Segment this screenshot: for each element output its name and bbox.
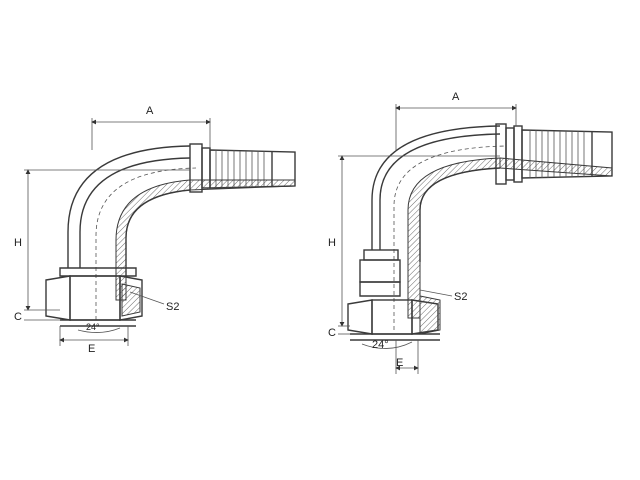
left-nut [45, 267, 143, 327]
right-dim-c-label: C [328, 327, 336, 339]
right-dim-e-label: E [396, 357, 403, 369]
left-dim-c-label: C [14, 311, 22, 323]
right-nut [347, 249, 441, 341]
left-angle-label: 24° [86, 322, 100, 332]
right-fitting: A H C 24° E S2 [328, 91, 613, 374]
right-angle-label: 24° [372, 339, 389, 351]
right-hose-tail [495, 123, 613, 185]
left-dim-h-label: H [14, 237, 22, 249]
left-seal-label: S2 [166, 301, 179, 313]
right-dim-h-label: H [328, 237, 336, 249]
right-dim-a-label: A [452, 91, 460, 103]
left-fitting: A H C E 24° S2 [14, 105, 296, 355]
left-dim-e-label: E [88, 343, 95, 355]
left-dim-a-label: A [146, 105, 154, 117]
right-seal-label: S2 [454, 291, 467, 303]
left-hose-tail [189, 143, 296, 193]
